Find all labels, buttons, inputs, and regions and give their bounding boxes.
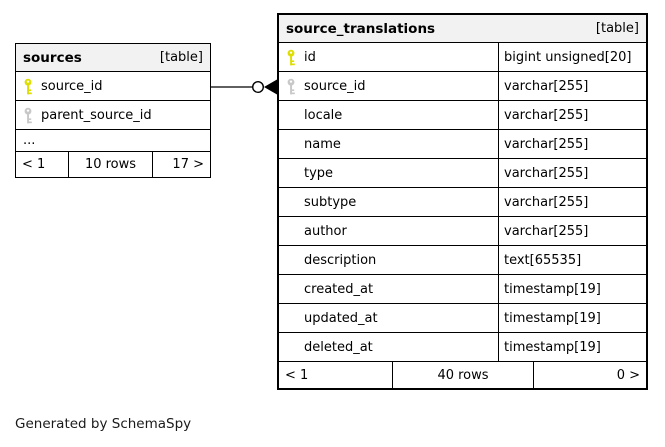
column-name: author (304, 223, 347, 239)
table-tag: [table] (159, 50, 203, 65)
column-name: name (304, 136, 341, 152)
column-name: description (304, 252, 377, 268)
row-count: 10 rows (69, 152, 153, 177)
column-type: timestamp[19] (498, 275, 646, 303)
primary-key-icon (279, 49, 303, 66)
column-type: timestamp[19] (498, 304, 646, 332)
table-header-sources[interactable]: sources [table] (16, 44, 210, 72)
column-type: varchar[255] (498, 101, 646, 129)
column-row-name[interactable]: name varchar[255] (279, 130, 646, 159)
column-name: created_at (304, 281, 374, 297)
column-type: timestamp[19] (498, 333, 646, 361)
child-relations-count: 0 > (616, 367, 640, 383)
column-row-id[interactable]: id bigint unsigned[20] (279, 43, 646, 72)
child-relations-count: 17 > (172, 157, 204, 172)
column-row-author[interactable]: author varchar[255] (279, 217, 646, 246)
column-rows: source_id parent_source_id... (16, 72, 210, 152)
column-row-subtype[interactable]: subtype varchar[255] (279, 188, 646, 217)
column-name: ... (23, 133, 36, 148)
parent-relations-count: < 1 (279, 362, 393, 388)
column-row-description[interactable]: description text[65535] (279, 246, 646, 275)
column-type: text[65535] (498, 246, 646, 274)
table-header-source-translations[interactable]: source_translations [table] (279, 15, 646, 43)
table-footer-sources: < 1 10 rows 17 > (16, 152, 210, 177)
column-type: varchar[255] (498, 159, 646, 187)
relation-zero-circle (251, 80, 264, 93)
column-type: varchar[255] (498, 188, 646, 216)
row-count: 40 rows (393, 362, 534, 388)
column-type: bigint unsigned[20] (498, 43, 646, 71)
column-row-created_at[interactable]: created_at timestamp[19] (279, 275, 646, 304)
column-name: updated_at (304, 310, 378, 326)
column-name: parent_source_id (41, 107, 152, 123)
column-name: source_id (41, 78, 103, 94)
column-type: varchar[255] (498, 130, 646, 158)
column-type: varchar[255] (498, 217, 646, 245)
table-footer-source-translations: < 1 40 rows 0 > (279, 362, 646, 388)
table-name: source_translations (286, 20, 436, 37)
column-row-type[interactable]: type varchar[255] (279, 159, 646, 188)
column-row-deleted_at[interactable]: deleted_at timestamp[19] (279, 333, 646, 362)
column-name: id (304, 49, 316, 65)
generator-credit: Generated by SchemaSpy (15, 416, 192, 432)
primary-key-icon (16, 78, 40, 95)
column-row-source_id[interactable]: source_id varchar[255] (279, 72, 646, 101)
column-name: deleted_at (304, 339, 373, 355)
column-row-updated_at[interactable]: updated_at timestamp[19] (279, 304, 646, 333)
column-name: type (304, 165, 334, 181)
table-node-sources: sources [table] source_id parent_source_i… (15, 43, 211, 178)
table-name: sources (23, 49, 82, 66)
relation-arrowhead (264, 79, 277, 95)
column-row-source_id[interactable]: source_id (16, 72, 210, 101)
column-rows: id bigint unsigned[20] source_id varchar[25… (279, 43, 646, 362)
column-row-locale[interactable]: locale varchar[255] (279, 101, 646, 130)
column-type: varchar[255] (498, 72, 646, 100)
column-name: locale (304, 107, 343, 123)
parent-relations-count: < 1 (16, 152, 69, 177)
column-row-parent_source_id[interactable]: parent_source_id (16, 101, 210, 130)
table-tag: [table] (595, 21, 639, 36)
column-name: source_id (304, 78, 366, 94)
table-node-source-translations: source_translations [table] id bigint uns… (277, 13, 648, 390)
column-name: subtype (304, 194, 357, 210)
column-row-ellipsis[interactable]: ... (16, 130, 210, 152)
foreign-key-icon (279, 78, 303, 95)
foreign-key-icon (16, 107, 40, 124)
